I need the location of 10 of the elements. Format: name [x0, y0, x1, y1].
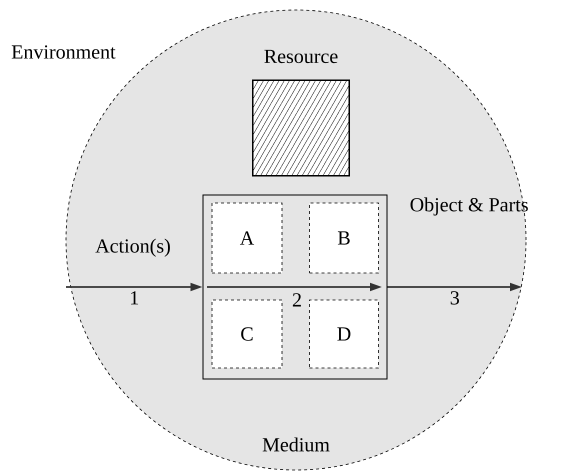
part-box: D	[309, 300, 379, 368]
node-label: Object & Parts	[410, 197, 528, 216]
hatched-box: Resource	[252, 50, 350, 176]
action-label: Action(s)	[95, 238, 170, 257]
part-box: A	[212, 202, 282, 274]
segment-number: 2	[292, 293, 301, 306]
edge-label: 3	[450, 291, 459, 305]
part-box: C	[212, 300, 282, 368]
part-box: B	[309, 202, 379, 274]
edge-label: 1	[131, 291, 138, 304]
